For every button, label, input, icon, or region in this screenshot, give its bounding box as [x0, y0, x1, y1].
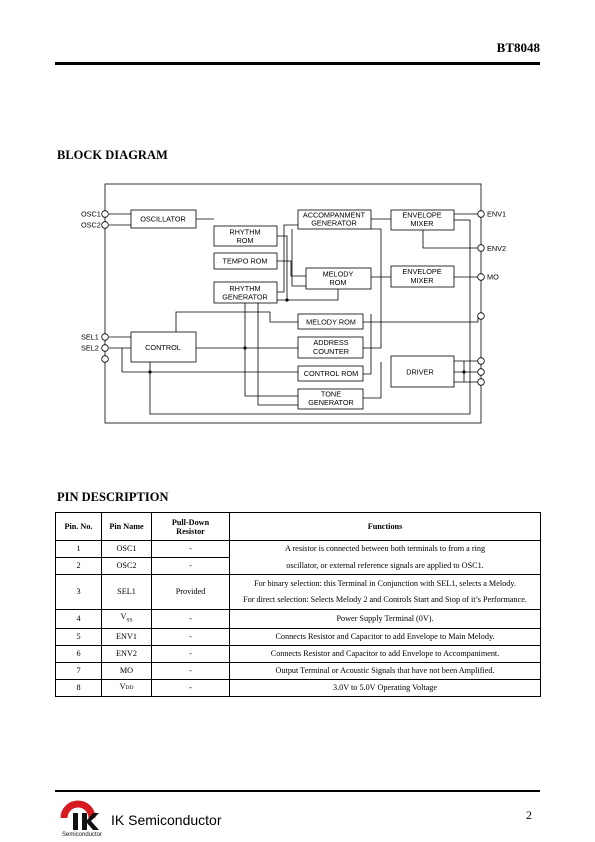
pin-env2 — [477, 244, 485, 252]
svg-text:MIXER: MIXER — [410, 219, 433, 228]
pin-sel2 — [101, 344, 109, 352]
svg-text:GENERATOR: GENERATOR — [222, 293, 268, 302]
pin-label-sel1: SEL1 — [81, 333, 99, 342]
block-diagram-heading: BLOCK DIAGRAM — [57, 148, 168, 162]
svg-text:GENERATOR: GENERATOR — [311, 219, 357, 228]
pin-mo — [477, 273, 485, 281]
svg-text:RHYTHM: RHYTHM — [229, 228, 260, 237]
svg-text:ROM: ROM — [329, 278, 346, 287]
header-functions: Functions — [229, 512, 541, 541]
svg-text:ENVELOPE: ENVELOPE — [402, 211, 441, 220]
pin-osc2 — [101, 221, 109, 229]
header-pin-name: Pin Name — [101, 512, 152, 541]
block-address-counter — [297, 336, 364, 359]
table-row: 3 SEL1 Provided For binary selection: th… — [55, 574, 541, 610]
svg-text:TONE: TONE — [321, 390, 341, 399]
svg-text:GENERATOR: GENERATOR — [308, 398, 354, 407]
table-row: 5 ENV1 - Connects Resistor and Capacitor… — [55, 628, 541, 646]
block-envelope-mixer-2 — [390, 265, 455, 288]
svg-text:CONTROL ROM: CONTROL ROM — [304, 369, 358, 378]
pin-osc1 — [101, 210, 109, 218]
pin-label-env2: ENV2 — [487, 244, 506, 253]
block-control — [130, 331, 197, 363]
pin-description-heading: PIN DESCRIPTION — [57, 490, 169, 504]
block-control-rom — [297, 365, 364, 382]
table-row: 1 OSC1 - A resistor is connected between… — [55, 540, 541, 558]
part-number: BT8048 — [496, 40, 540, 55]
header-rule — [55, 62, 540, 65]
pin-label-osc1: OSC1 — [81, 210, 101, 219]
block-rhythm-generator — [213, 281, 278, 304]
pin-right-6 — [477, 368, 485, 376]
svg-text:ENVELOPE: ENVELOPE — [402, 267, 441, 276]
company-name: IK Semiconductor — [111, 812, 222, 828]
footer-rule — [55, 790, 540, 792]
block-melody-rom — [305, 267, 372, 290]
pin-label-env1: ENV1 — [487, 210, 506, 219]
pin-right-5 — [477, 357, 485, 365]
company-logo: Semiconductor — [60, 800, 102, 838]
block-melody-rom-2 — [297, 313, 364, 330]
label-oscillator: OSCILLATOR — [140, 215, 186, 224]
table-row: 2 OSC2 - oscillator, or external referen… — [55, 557, 541, 575]
block-driver — [390, 355, 455, 388]
svg-text:Semiconductor: Semiconductor — [62, 832, 102, 838]
block-tone-generator — [297, 388, 364, 410]
table-row: 7 MO - Output Terminal or Acoustic Signa… — [55, 662, 541, 680]
svg-text:ACCOMPANMENT: ACCOMPANMENT — [303, 211, 366, 220]
svg-text:TEMPO ROM: TEMPO ROM — [223, 257, 268, 266]
svg-text:ROM: ROM — [236, 236, 253, 245]
svg-text:MELODY ROM: MELODY ROM — [306, 318, 356, 327]
svg-text:ADDRESS: ADDRESS — [313, 338, 348, 347]
page-number: 2 — [526, 808, 532, 822]
svg-text:RHYTHM: RHYTHM — [229, 284, 260, 293]
pin-sel1 — [101, 333, 109, 341]
table-row: 6 ENV2 - Connects Resistor and Capacitor… — [55, 645, 541, 663]
table-row: 8 VDD - 3.0V to 5.0V Operating Voltage — [55, 679, 541, 697]
pin-env1 — [477, 210, 485, 218]
table-row: 4 VSS - Power Supply Terminal (0V). — [55, 609, 541, 629]
pin-label-osc2: OSC2 — [81, 221, 101, 230]
pin-label-mo: MO — [487, 273, 499, 282]
svg-text:CONTROL: CONTROL — [145, 343, 181, 352]
block-diagram: OSCILLATOR RHYTHM ROM TEMPO ROM RHYTHM G… — [81, 183, 506, 424]
svg-text:MELODY: MELODY — [323, 270, 354, 279]
block-accompaniment-generator — [297, 209, 372, 230]
svg-text:MIXER: MIXER — [410, 276, 433, 285]
svg-text:COUNTER: COUNTER — [313, 347, 349, 356]
pin-right-7 — [477, 378, 485, 386]
pin-right-4 — [477, 312, 485, 320]
header-pin-no: Pin. No. — [55, 512, 102, 541]
pin-unlabeled-left — [101, 355, 109, 363]
pin-label-sel2: SEL2 — [81, 344, 99, 353]
svg-text:DRIVER: DRIVER — [406, 368, 434, 377]
